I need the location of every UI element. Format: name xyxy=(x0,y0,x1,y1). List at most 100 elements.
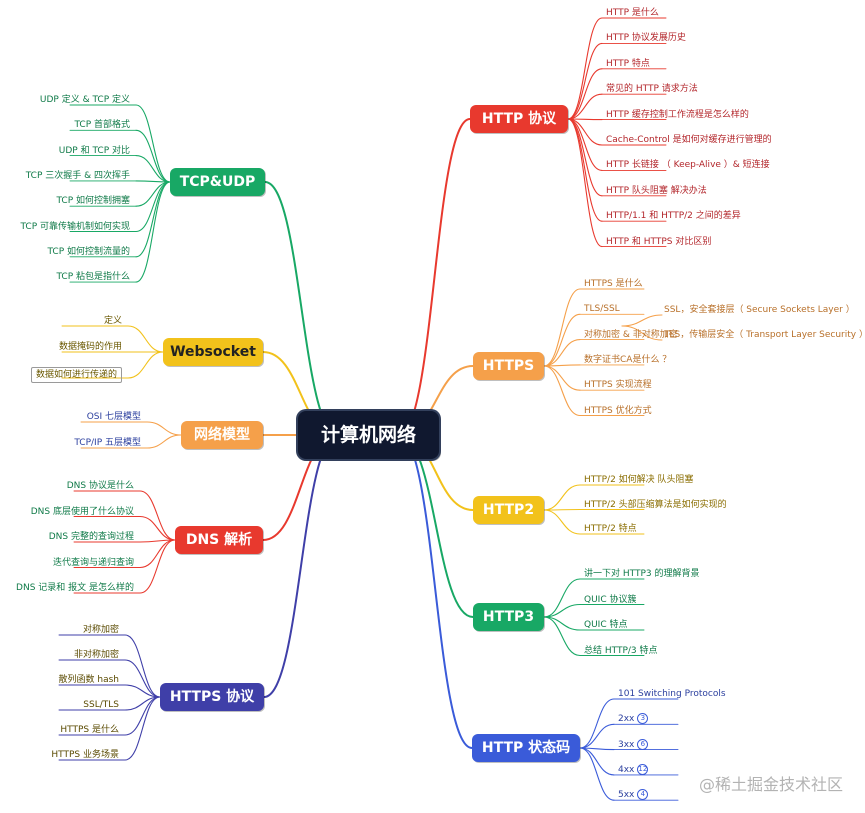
connector xyxy=(567,118,603,171)
connector xyxy=(543,616,581,657)
connector xyxy=(567,17,603,120)
topic-item[interactable]: TLS，传输层安全（ Transport Layer Security ） xyxy=(664,330,865,340)
connector xyxy=(579,723,615,749)
topic-item[interactable]: DNS 记录和 报文 是怎么样的 xyxy=(16,583,134,593)
topic-item[interactable]: HTTPS 优化方式 xyxy=(584,405,652,416)
connector xyxy=(567,118,603,248)
topic-item[interactable]: QUIC 特点 xyxy=(584,620,628,630)
topic-item[interactable]: 对称加密 & 非对称加密 xyxy=(584,329,678,340)
topic-item[interactable]: OSI 七层模型 xyxy=(86,412,141,422)
topic-item[interactable]: 数据如何进行传递的 xyxy=(30,367,122,383)
connector xyxy=(139,539,176,569)
connector xyxy=(543,578,581,618)
topic-item[interactable]: TCP/IP 五层模型 xyxy=(74,438,141,448)
topic-item[interactable]: QUIC 协议簇 xyxy=(584,594,637,605)
connector xyxy=(398,434,473,749)
branch-http3[interactable]: HTTP3 xyxy=(473,603,544,631)
branch-websocket[interactable]: Websocket xyxy=(163,338,263,366)
topic-item[interactable]: HTTPS 是什么 xyxy=(60,725,119,735)
connector xyxy=(543,288,581,367)
topic-item[interactable]: 数据掩码的作用 xyxy=(58,342,122,352)
topic-item[interactable]: HTTP/1.1 和 HTTP/2 之间的差异 xyxy=(606,211,741,222)
topic-item[interactable]: 总结 HTTP/3 特点 xyxy=(584,645,658,656)
topic-item[interactable]: SSL，安全套接层（ Secure Sockets Layer ） xyxy=(664,305,855,315)
topic-item[interactable]: HTTP/2 特点 xyxy=(584,524,637,534)
count-badge: 3 xyxy=(637,713,649,725)
topic-item[interactable]: DNS 底层使用了什么协议 xyxy=(30,506,134,517)
connector xyxy=(543,365,581,417)
topic-item[interactable]: HTTP 长链接 （ Keep-Alive ）& 短连接 xyxy=(606,160,770,171)
connector xyxy=(263,434,339,698)
topic-item[interactable]: 迭代查询与递归查询 xyxy=(52,557,134,568)
connector xyxy=(567,68,603,120)
topic-item[interactable]: HTTP 是什么 xyxy=(606,8,659,18)
topic-item[interactable]: DNS 完整的查询过程 xyxy=(48,532,134,542)
branch-network-model[interactable]: 网络模型 xyxy=(181,421,263,449)
topic-item[interactable]: TCP 粘包是指什么 xyxy=(56,272,130,283)
branch-tcp-udp[interactable]: TCP&UDP xyxy=(170,168,265,196)
topic-item[interactable]: HTTP 协议发展历史 xyxy=(606,33,686,44)
branch-dns[interactable]: DNS 解析 xyxy=(175,526,263,554)
count-badge: 4 xyxy=(637,789,649,801)
topic-item[interactable]: HTTP/2 头部压缩算法是如何实现的 xyxy=(584,499,727,510)
branch-http-status[interactable]: HTTP 状态码 xyxy=(472,734,580,762)
topic-item[interactable]: UDP 定义 & TCP 定义 xyxy=(39,95,130,105)
topic-item[interactable]: TCP 首部格式 xyxy=(74,120,130,131)
connector xyxy=(579,747,615,776)
topic-item[interactable]: TCP 如何控制流量的 xyxy=(47,246,130,257)
branch-http2[interactable]: HTTP2 xyxy=(473,496,544,524)
connector xyxy=(135,155,171,183)
topic-item[interactable]: 散列函数 hash xyxy=(58,675,119,685)
topic-item[interactable]: HTTPS 实现流程 xyxy=(584,380,652,391)
connector xyxy=(543,365,581,391)
connector xyxy=(567,93,603,120)
topic-item[interactable]: HTTPS 业务场景 xyxy=(51,750,119,760)
topic-item[interactable]: 定义 xyxy=(103,316,122,326)
topic-item[interactable]: UDP 和 TCP 对比 xyxy=(58,145,130,156)
connector xyxy=(146,421,182,436)
topic-item[interactable]: 对称加密 xyxy=(82,625,119,635)
connector xyxy=(127,325,164,353)
connector xyxy=(543,509,581,535)
topic-item[interactable]: 常见的 HTTP 请求方法 xyxy=(606,84,698,95)
branch-https[interactable]: HTTPS xyxy=(473,352,544,380)
count-badge: 6 xyxy=(637,738,649,750)
topic-item[interactable]: HTTPS 是什么 xyxy=(584,279,643,289)
topic-item[interactable]: 讲一下对 HTTP3 的理解背景 xyxy=(584,569,700,579)
connector xyxy=(543,603,581,618)
topic-item[interactable]: TCP 三次握手 & 四次挥手 xyxy=(25,170,130,181)
topic-item[interactable]: 101 Switching Protocols xyxy=(618,689,726,699)
topic-item[interactable]: Cache-Control 是如何对缓存进行管理的 xyxy=(606,135,772,145)
connector xyxy=(543,484,581,511)
topic-item[interactable]: 非对称加密 xyxy=(73,650,119,660)
topic-item[interactable]: SSL/TLS xyxy=(83,700,119,710)
branch-http-protocol[interactable]: HTTP 协议 xyxy=(470,105,568,133)
topic-item[interactable]: HTTP 和 HTTPS 对比区别 xyxy=(606,236,712,247)
connector xyxy=(139,515,176,541)
connector xyxy=(135,181,171,233)
connector xyxy=(579,698,615,749)
topic-item[interactable]: TCP 可靠传输机制如何实现 xyxy=(20,221,130,232)
topic-item[interactable]: 数字证书CA是什么 ？ xyxy=(584,354,672,365)
connector xyxy=(567,42,603,120)
connector xyxy=(146,434,182,449)
branch-https-protocol[interactable]: HTTPS 协议 xyxy=(160,683,264,711)
connector xyxy=(543,339,581,367)
topic-item[interactable]: TCP 如何控制拥塞 xyxy=(56,196,130,207)
topic-item[interactable]: HTTP 队头阻塞 解决办法 xyxy=(606,185,707,196)
topic-item[interactable]: DNS 协议是什么 xyxy=(66,481,134,491)
connector xyxy=(135,104,171,183)
connector xyxy=(139,490,176,541)
root-node[interactable]: 计算机网络 xyxy=(298,411,439,459)
connector xyxy=(621,314,663,327)
topic-item[interactable]: HTTP 缓存控制工作流程是怎么样的 xyxy=(606,109,749,120)
connector xyxy=(135,129,171,183)
connector xyxy=(135,181,171,283)
topic-item[interactable]: TLS/SSL xyxy=(584,304,620,315)
topic-item[interactable]: HTTP 特点 xyxy=(606,58,650,69)
topic-item[interactable]: HTTP/2 如何解决 队头阻塞 xyxy=(584,475,694,485)
